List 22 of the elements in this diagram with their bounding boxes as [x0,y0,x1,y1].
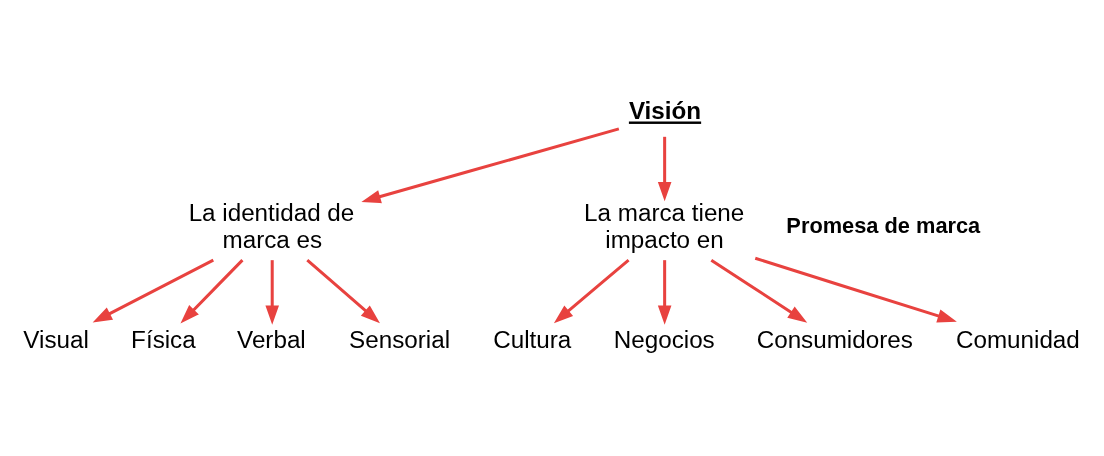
node-text: La marca tiene impacto en [584,198,745,253]
node-text: Cultura [493,325,572,353]
node-text: Física [131,325,196,353]
arrow [361,126,620,203]
node-text: Consumidores [756,325,913,353]
arrow [710,258,808,323]
arrow [657,259,672,325]
arrow [657,136,672,201]
arrow [754,256,957,322]
arrow [180,258,244,324]
arrow [553,258,630,323]
node-text: Verbal [237,325,306,353]
arrow [265,259,279,325]
label: Promesa de marca [786,212,981,238]
arrow [92,258,214,323]
node-text: Visual [23,325,89,353]
node-text: Visión [628,96,702,124]
node-text: La identidad de marca es [188,198,355,253]
node-text: Sensorial [349,325,451,353]
node-text: Negocios [613,325,715,353]
arrow [306,258,380,323]
node-text: Comunidad [955,325,1080,353]
